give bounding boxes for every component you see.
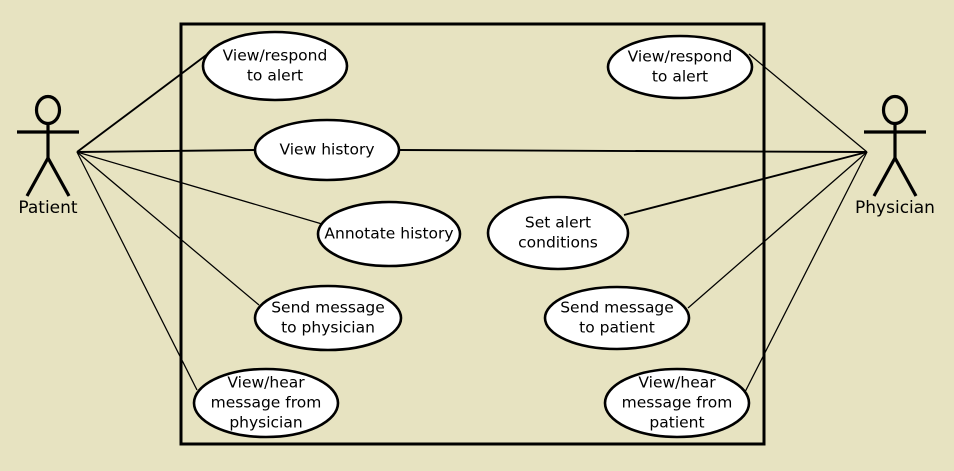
actor-patient[interactable]: Patient — [17, 94, 79, 219]
actor-left-leg-line — [872, 157, 897, 197]
use-case-ellipse[interactable] — [606, 34, 754, 100]
use-case-ellipse[interactable] — [486, 195, 630, 271]
use-case-label-line: Annotate history — [324, 225, 453, 243]
use-case-ellipse[interactable] — [201, 30, 349, 102]
use-case-label-line: View/respond — [628, 48, 733, 66]
use-case-patient-view-respond-alert[interactable]: View/respond to alert — [201, 30, 349, 102]
use-case-label-line: patient — [649, 414, 704, 432]
use-case-label-line: physician — [229, 414, 302, 432]
use-case-label-line: conditions — [518, 234, 598, 252]
use-case-ellipse[interactable] — [253, 284, 403, 352]
use-case-ellipse[interactable] — [543, 285, 691, 351]
use-case-ellipse[interactable] — [253, 118, 401, 182]
use-case-label-line: View/hear — [227, 374, 305, 392]
use-case-view-history[interactable]: View history — [253, 118, 401, 182]
association-physician-to-view-history — [398, 149, 868, 153]
use-case-label-line: message from — [622, 394, 733, 412]
association-patient-to-annotate-history — [76, 151, 323, 225]
use-case-label-line: Send message — [560, 299, 674, 317]
use-case-view-hear-message-from-physician[interactable]: View/hear message from physician — [192, 367, 340, 439]
actor-left-leg-line — [25, 157, 50, 197]
association-patient-to-view-history — [76, 149, 256, 153]
use-case-label-line: to physician — [281, 319, 375, 337]
use-case-label-line: View history — [279, 141, 374, 159]
association-patient-to-view-respond-alert — [76, 52, 210, 153]
use-case-label-line: View/respond — [223, 47, 328, 65]
actor-right-leg-line — [893, 157, 918, 197]
use-case-ellipse[interactable] — [192, 367, 340, 439]
use-case-send-message-to-physician[interactable]: Send message to physician — [253, 284, 403, 352]
actor-physician[interactable]: Physician — [855, 94, 935, 219]
actor-layer: Patient Physician — [17, 94, 935, 219]
actor-label: Physician — [855, 198, 935, 218]
use-case-label-line: Send message — [271, 299, 385, 317]
actor-right-leg-line — [46, 157, 71, 197]
use-case-label-line: to alert — [247, 67, 303, 85]
use-case-layer: View/respond to alert View/respond to alert… — [192, 30, 754, 439]
actor-label: Patient — [18, 198, 78, 218]
association-physician-to-send-message-to-patient — [687, 151, 868, 309]
association-layer — [76, 52, 868, 393]
use-case-label-line: View/hear — [638, 374, 716, 392]
use-case-label-line: Set alert — [525, 214, 591, 232]
system-boundary-layer — [179, 22, 766, 446]
use-case-label-line: message from — [211, 394, 322, 412]
association-patient-to-view-hear-message-from-physician — [76, 151, 198, 391]
system-boundary-box — [179, 22, 766, 446]
use-case-ellipse[interactable] — [316, 200, 462, 268]
use-case-label-line: to patient — [579, 319, 655, 337]
association-physician-to-set-alert-conditions — [623, 151, 868, 216]
use-case-annotate-history[interactable]: Annotate history — [316, 200, 462, 268]
association-physician-to-view-respond-alert — [748, 53, 868, 153]
use-case-physician-view-respond-alert[interactable]: View/respond to alert — [606, 34, 754, 100]
use-case-send-message-to-patient[interactable]: Send message to patient — [543, 285, 691, 351]
association-physician-to-view-hear-message-from-patient — [744, 151, 868, 393]
use-case-label-line: to alert — [652, 68, 708, 86]
use-case-view-hear-message-from-patient[interactable]: View/hear message from patient — [603, 367, 751, 439]
use-case-set-alert-conditions[interactable]: Set alert conditions — [486, 195, 630, 271]
association-patient-to-send-message-to-physician — [76, 151, 260, 306]
use-case-ellipse[interactable] — [603, 367, 751, 439]
